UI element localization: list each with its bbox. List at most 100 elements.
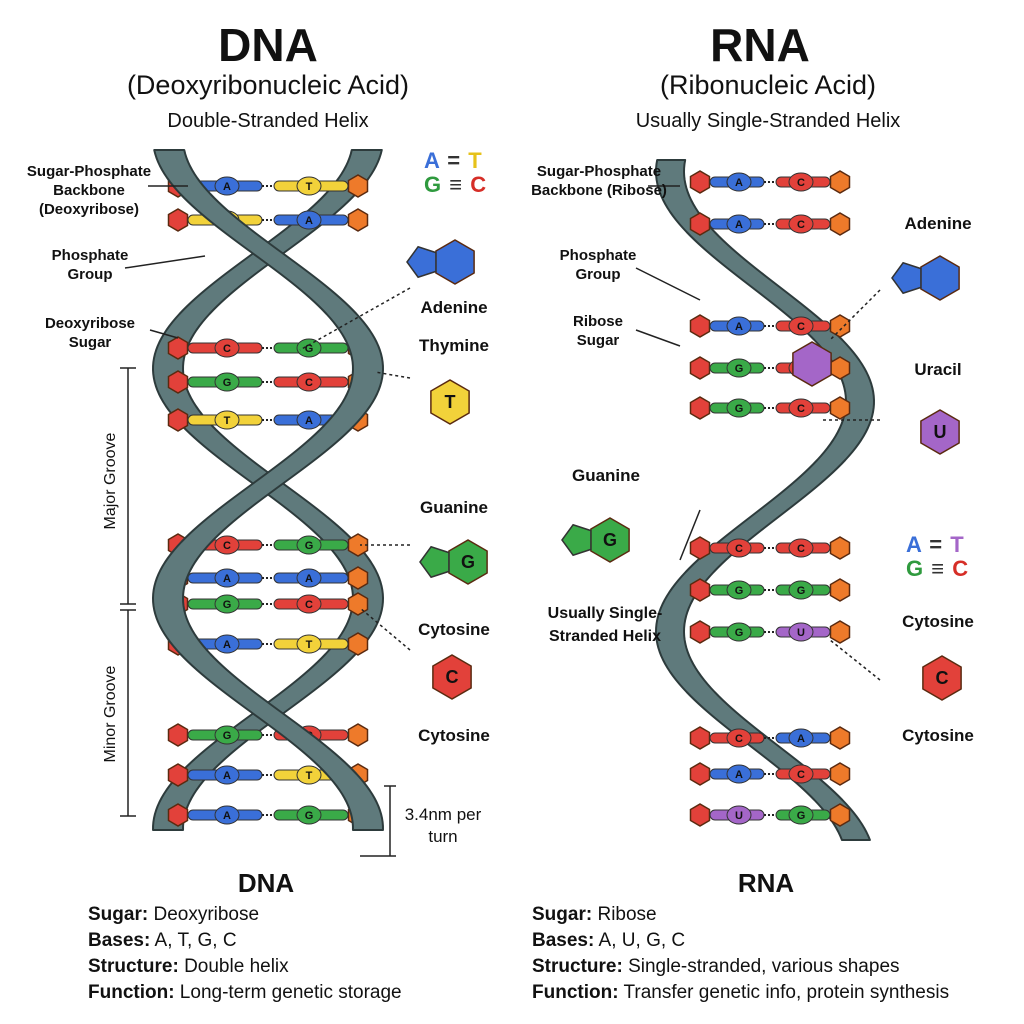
rna-pair-10-base-left-letter: A bbox=[735, 769, 743, 781]
dna-pair-11-base-right-cap bbox=[296, 765, 322, 785]
dna-pair-5-base-left-cap bbox=[214, 410, 240, 430]
rna-pair-4-sugar-right bbox=[829, 356, 851, 380]
rna-pair-1-sugar-left bbox=[689, 170, 711, 194]
dna-pair-1-base-left-cap bbox=[214, 176, 240, 196]
rna-adenine-label: Adenine bbox=[904, 214, 972, 233]
rna-pair-gc: G ≡ C bbox=[906, 556, 969, 582]
rna-pair-1-base-left-letter: A bbox=[735, 177, 743, 189]
rna-pair-2-base-right-cap bbox=[788, 214, 814, 234]
rna-pair-7-sugar-left bbox=[689, 578, 711, 602]
dna-strand-type: Double-Stranded Helix bbox=[167, 110, 369, 132]
pair-g: G bbox=[424, 172, 443, 197]
rna-pair-8-base-right-letter: U bbox=[797, 627, 805, 639]
rna-pair-3-base-right-cap bbox=[788, 316, 814, 336]
rna-pair-8-base-left-cap bbox=[726, 622, 752, 642]
rna-backbone-label: Sugar-Phosphate Backbone (Ribose) bbox=[531, 163, 667, 199]
rna-pair-10-sugar-right bbox=[829, 762, 851, 786]
rna-pair-6-sugar-left bbox=[689, 536, 711, 560]
pair-a: A bbox=[906, 532, 923, 557]
dna-pair-11-base-left-cap bbox=[214, 765, 240, 785]
dna-pair-4-base-right-cap bbox=[296, 372, 322, 392]
rna-pair-2-base-right-letter: C bbox=[797, 219, 805, 231]
rna-cytosine-icon-letter: C bbox=[936, 668, 949, 688]
rna-pair-10-base-right-letter: C bbox=[797, 769, 805, 781]
dna-subtitle: (Deoxyribonucleic Acid) bbox=[126, 70, 410, 100]
rna-guanine-leader bbox=[679, 509, 701, 561]
rna-pair-1-base-left-cap bbox=[726, 172, 752, 192]
rna-pair-11-base-right-cap bbox=[788, 805, 814, 825]
dna-pair-1-sugar-right bbox=[347, 174, 369, 198]
pair-t: T bbox=[950, 532, 965, 557]
dna-pair-3-base-right-cap bbox=[296, 338, 322, 358]
rna-pair-9-base-right-letter: A bbox=[797, 733, 805, 745]
dna-prop-structure: Structure: Double helix bbox=[88, 956, 289, 977]
dna-major-groove-label: Major Groove bbox=[102, 432, 119, 530]
pair-c: C bbox=[470, 172, 488, 197]
uracil-icon-ring bbox=[920, 409, 960, 455]
rna-pair-1-base-right-cap bbox=[788, 172, 814, 192]
rna-pair-2-sugar-left bbox=[689, 212, 711, 236]
rna-properties: Sugar: Ribose Bases: A, U, G, C Structur… bbox=[532, 902, 1012, 1006]
pair-eq: = bbox=[447, 148, 462, 173]
rna-subtitle: (Ribonucleic Acid) bbox=[659, 70, 877, 100]
rna-pair-3-base-left-letter: A bbox=[735, 321, 743, 333]
dna-pitch-label: 3.4nm per turn bbox=[404, 805, 482, 846]
rna-prop-bases: Bases: A, U, G, C bbox=[532, 930, 686, 951]
rna-pair-8-base-left-letter: G bbox=[735, 627, 744, 639]
rna-pair-5-base-left-letter: G bbox=[735, 403, 744, 415]
dna-cytosine-leader bbox=[359, 607, 411, 651]
rna-pair-9-base-left-cap bbox=[726, 728, 752, 748]
dna-pair-7-base-right-cap bbox=[296, 568, 322, 588]
dna-pair-9-base-right-letter: T bbox=[306, 639, 313, 651]
rna-adenine-leader bbox=[829, 289, 881, 341]
rna-pair-6-base-left-letter: C bbox=[735, 543, 743, 555]
rna-pair-9-base-left-letter: C bbox=[735, 733, 743, 745]
rna-guanine-icon-ring2 bbox=[561, 523, 592, 557]
dna-prop-function: Function: Long-term genetic storage bbox=[88, 982, 402, 1003]
rna-pair-7-base-right-letter: G bbox=[797, 585, 806, 597]
rna-pair-3-base-left-cap bbox=[726, 316, 752, 336]
dna-pair-3-base-right-letter: G bbox=[305, 343, 314, 355]
dna-phosphate-label: Phosphate Group bbox=[51, 247, 129, 283]
rna-pair-9-sugar-left bbox=[689, 726, 711, 750]
dna-pair-4-base-right-letter: C bbox=[305, 377, 313, 389]
rna-pair-2-base-left-cap bbox=[726, 214, 752, 234]
rna-pair-8-sugar-left bbox=[689, 620, 711, 644]
rna-prop-sugar: Sugar: Ribose bbox=[532, 904, 657, 925]
pair-c: C bbox=[952, 556, 970, 581]
dna-summary-title: DNA bbox=[237, 868, 295, 898]
rna-prop-structure: Structure: Single-stranded, various shap… bbox=[532, 956, 900, 977]
dna-pair-11-base-left-letter: A bbox=[223, 770, 231, 782]
dna-pair-12-base-left-letter: A bbox=[223, 810, 231, 822]
dna-pair-12-base-right-cap bbox=[296, 805, 322, 825]
rna-sugar-leader bbox=[635, 329, 681, 347]
rna-pair-7-base-left-letter: G bbox=[735, 585, 744, 597]
uracil-icon-letter: U bbox=[934, 422, 947, 442]
dna-pair-gc: G ≡ C bbox=[424, 172, 487, 198]
rna-phosphate-label: Phosphate Group bbox=[559, 247, 637, 283]
dna-pair-12-base-left-cap bbox=[214, 805, 240, 825]
dna-pair-11-base-right-letter: T bbox=[306, 770, 313, 782]
rna-pair-5-sugar-right bbox=[829, 396, 851, 420]
dna-pair-2-sugar-left bbox=[167, 208, 189, 232]
rna-pair-1-sugar-right bbox=[829, 170, 851, 194]
dna-adenine-label: Adenine bbox=[420, 298, 488, 317]
dna-pair-6-base-left-cap bbox=[214, 535, 240, 555]
dna-pair-12-sugar-left bbox=[167, 803, 189, 827]
dna-pair-12-base-right-letter: G bbox=[305, 810, 314, 822]
dna-title: DNA bbox=[218, 19, 318, 71]
rna-pair-6-base-left-cap bbox=[726, 538, 752, 558]
rna-pair-5-base-left-cap bbox=[726, 398, 752, 418]
rna-prop-function: Function: Transfer genetic info, protein… bbox=[532, 982, 950, 1003]
dna-pair-8-sugar-right bbox=[347, 592, 369, 616]
dna-prop-sugar: Sugar: Deoxyribose bbox=[88, 904, 260, 925]
rna-pair-11-sugar-left bbox=[689, 803, 711, 827]
dna-pair-10-base-left-letter: G bbox=[223, 730, 232, 742]
dna-pair-7-base-right-letter: A bbox=[305, 573, 313, 585]
dna-pair-8-base-left-cap bbox=[214, 594, 240, 614]
dna-cytosine-label-2: Cytosine bbox=[418, 726, 490, 745]
rna-pair-3-sugar-right bbox=[829, 314, 851, 338]
dna-pair-10-sugar-left bbox=[167, 723, 189, 747]
pair-eq: = bbox=[929, 532, 944, 557]
rna-pair-4-base-left-cap bbox=[726, 358, 752, 378]
